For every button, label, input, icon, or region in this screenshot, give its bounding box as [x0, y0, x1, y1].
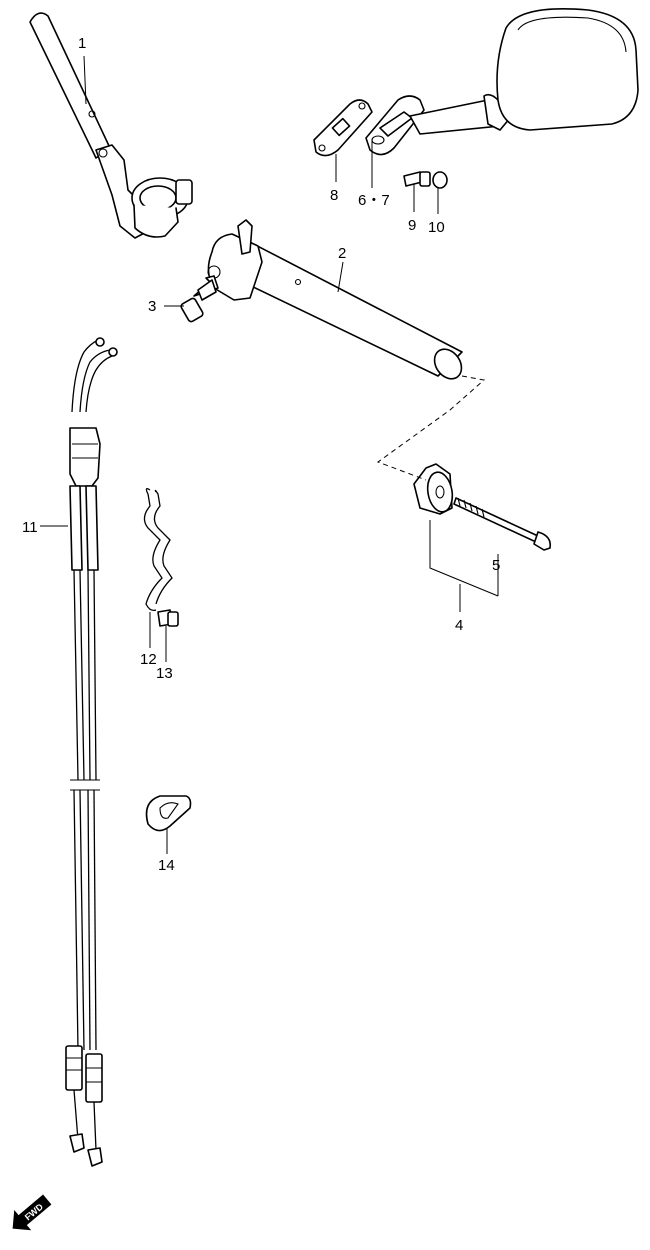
- bar-end-weight[interactable]: [413, 463, 455, 515]
- callout-12: 12: [140, 651, 157, 668]
- callout-6-7: 6・7: [358, 192, 390, 209]
- fwd-arrow-icon: FWD: [12, 1194, 52, 1231]
- wire-clip[interactable]: [143, 488, 173, 612]
- cap-10[interactable]: [432, 171, 448, 189]
- callout-14: 14: [158, 857, 175, 874]
- callout-5: 5: [492, 557, 500, 574]
- bolt-3[interactable]: [180, 275, 219, 323]
- cable-clamp[interactable]: [145, 795, 192, 832]
- callout-1: 1: [78, 35, 86, 52]
- mirror-assembly[interactable]: [365, 8, 639, 156]
- screw-13[interactable]: [157, 609, 179, 627]
- handlebar-right[interactable]: [207, 219, 467, 384]
- callout-11: 11: [22, 519, 38, 536]
- handlebar-left[interactable]: [29, 12, 193, 239]
- mirror-base-plate[interactable]: [313, 99, 373, 157]
- callout-2: 2: [338, 245, 346, 262]
- callout-13: 13: [156, 665, 173, 682]
- screw-9[interactable]: [403, 171, 431, 187]
- leader-lines: [40, 55, 499, 854]
- callout-3: 3: [148, 298, 156, 315]
- callout-9: 9: [408, 217, 416, 234]
- callout-8: 8: [330, 187, 338, 204]
- bar-end-screw[interactable]: [453, 497, 552, 551]
- callout-10: 10: [428, 219, 445, 236]
- callout-4: 4: [455, 617, 463, 634]
- throttle-cable[interactable]: [65, 337, 118, 1167]
